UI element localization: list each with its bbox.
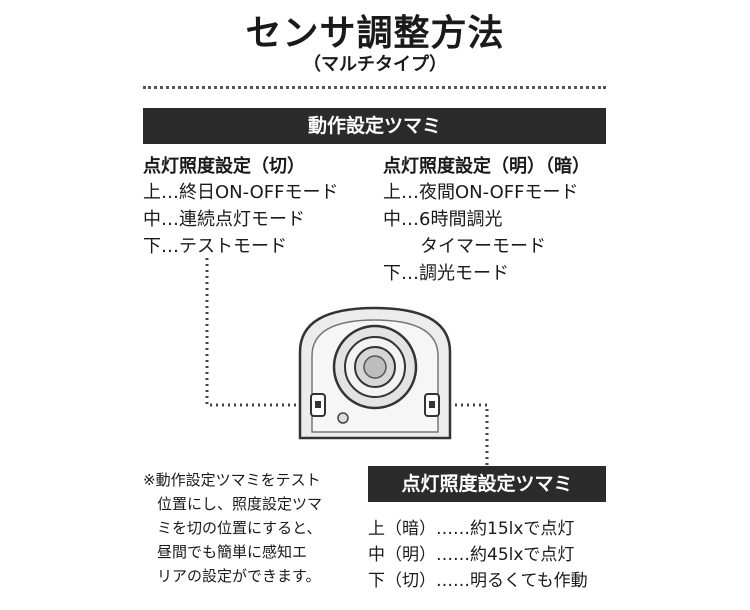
right-column-heading: 点灯照度設定（明）（暗） [383,156,590,177]
right-line-top: 上…夜間ON-OFFモード [383,182,579,203]
right-line-middle-cont: タイマーモード [420,236,546,257]
lux-knob-header: 点灯照度設定ツマミ [368,466,606,502]
sensor-unit-illustration [298,306,452,440]
lux-connector-line [443,403,489,466]
mode-connector-line [205,258,306,407]
note-line: 昼間でも簡単に感知エ [157,543,308,561]
note-line: ※動作設定ツマミをテスト [143,471,321,489]
note-line: リアの設定ができます。 [157,567,321,585]
lux-line-bottom: 下（切）……明るくても作動 [368,571,588,591]
left-line-top: 上…終日ON-OFFモード [143,182,339,203]
note-line: ミを切の位置にすると、 [157,519,322,537]
left-line-bottom: 下…テストモード [143,236,287,257]
note-line: 位置にし、照度設定ツマ [157,495,323,513]
lux-line-top: 上（暗）……約15lxで点灯 [368,519,575,539]
left-column-heading: 点灯照度設定（切） [143,156,305,177]
left-line-middle: 中…連続点灯モード [143,209,305,230]
lux-line-middle: 中（明）……約45lxで点灯 [368,545,575,565]
connector-lines [205,258,489,466]
mode-knob-header: 動作設定ツマミ [143,108,606,144]
dotted-divider [143,86,606,89]
page-subtitle: （マルチタイプ） [303,54,447,75]
right-line-middle: 中…6時間調光 [383,209,503,230]
note-text: ※動作設定ツマミをテスト 位置にし、照度設定ツマ ミを切の位置にすると、 昼間で… [143,468,322,588]
right-line-bottom: 下…調光モード [383,263,509,284]
page-title: センサ調整方法 [245,13,505,54]
